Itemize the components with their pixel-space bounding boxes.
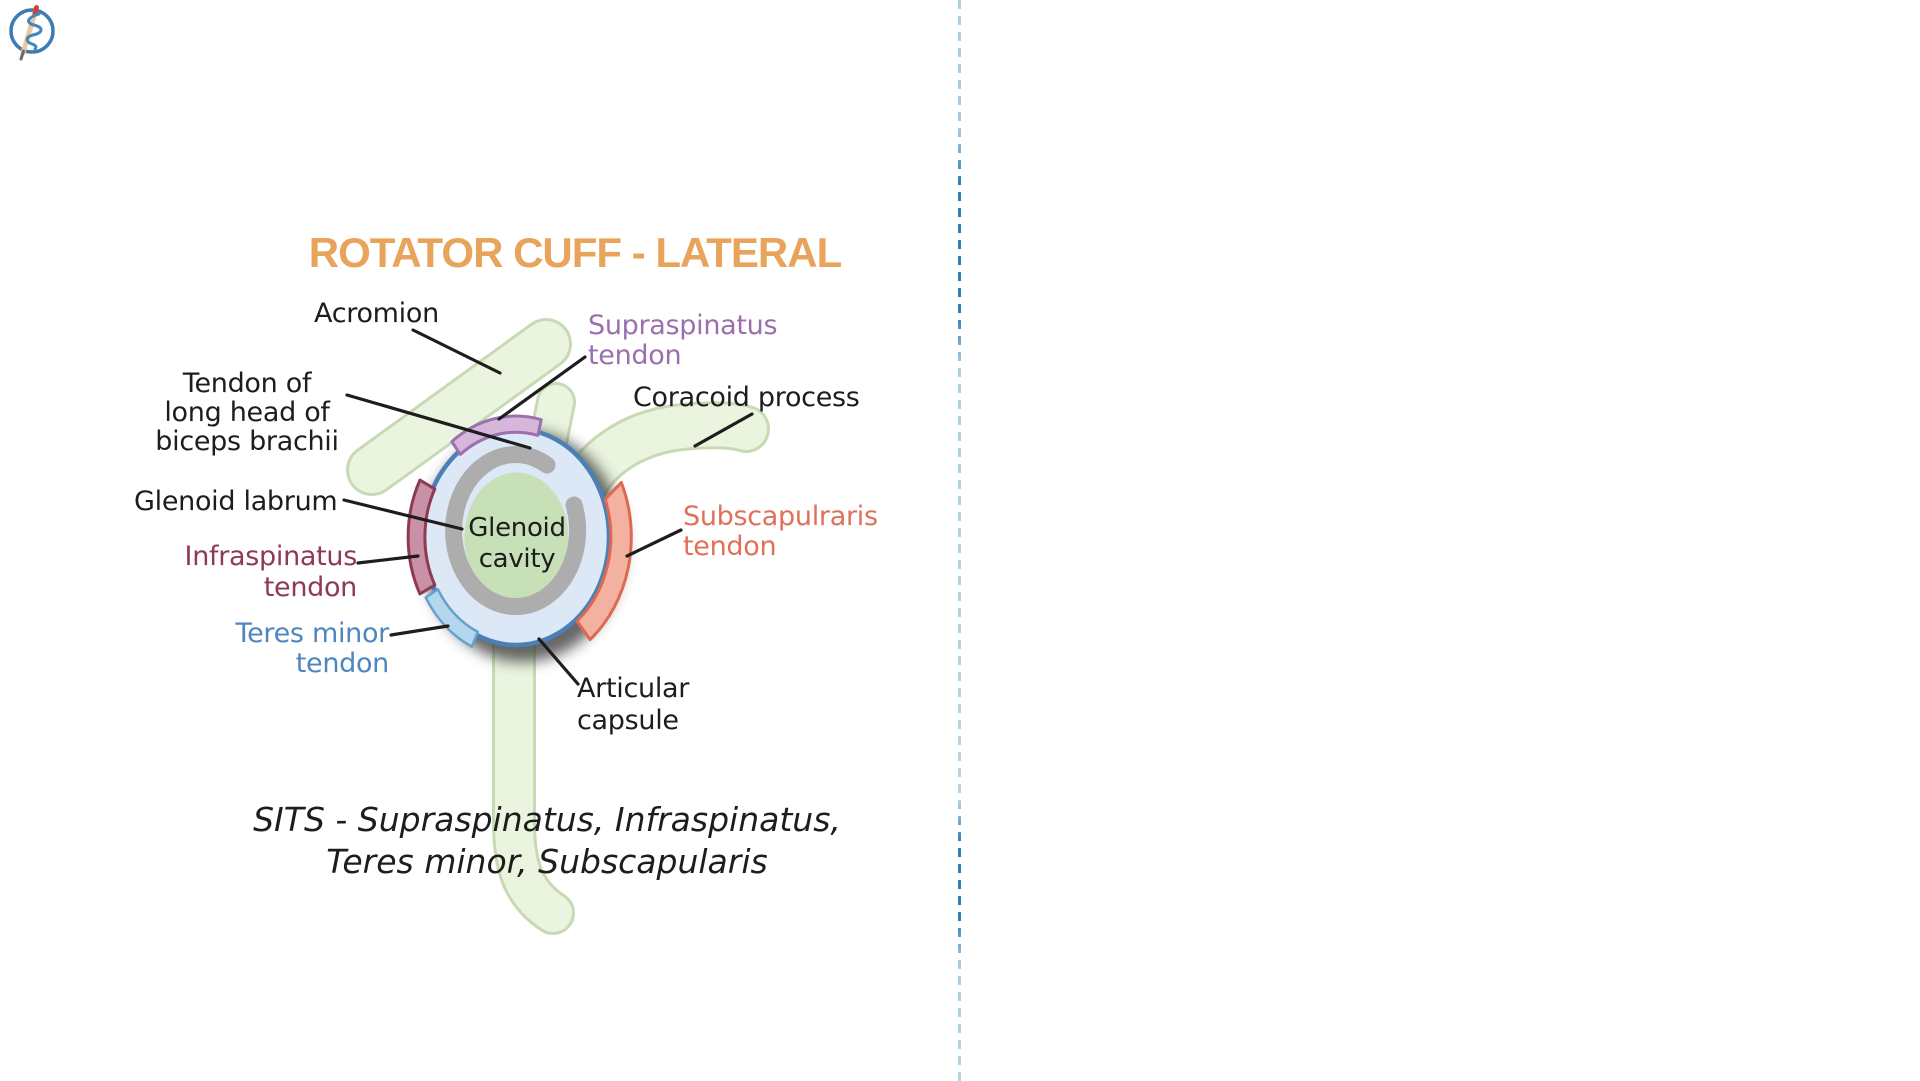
label-line: tendon bbox=[263, 572, 358, 604]
glenoid-labrum-shape bbox=[445, 446, 587, 616]
sits-mnemonic: SITS - Supraspinatus, Infraspinatus, Ter… bbox=[247, 799, 847, 882]
snake-icon bbox=[25, 12, 43, 51]
label-coracoid-process: Coracoid process bbox=[633, 382, 860, 413]
glenoid-labrum-leader-line bbox=[342, 498, 464, 531]
label-line: Teres minor bbox=[235, 618, 389, 649]
leader-lines bbox=[342, 328, 754, 686]
label-line: biceps brachii bbox=[155, 425, 339, 457]
label-line: tendon bbox=[295, 648, 390, 680]
pencil-point bbox=[19, 49, 25, 61]
supraspinatus-tendon-shape bbox=[450, 414, 543, 456]
glenoid-cavity-shape bbox=[464, 472, 569, 603]
rod-of-asclepius-logo bbox=[9, 5, 55, 61]
label-line: Glenoid bbox=[468, 513, 566, 543]
label-long-head-biceps: Tendon of long head of biceps brachii bbox=[146, 368, 348, 457]
long-head-leader-line bbox=[345, 393, 532, 450]
label-articular-capsule: Articular capsule bbox=[577, 673, 689, 738]
acromion-leader-line bbox=[411, 328, 502, 375]
label-line: long head of bbox=[164, 396, 330, 428]
diagram-title: ROTATOR CUFF - LATERAL bbox=[308, 229, 842, 276]
label-line: tendon bbox=[588, 339, 682, 371]
subscapularis-leader-line bbox=[625, 528, 683, 558]
label-line: Articular bbox=[577, 673, 690, 704]
label-line: Supraspinatus bbox=[588, 310, 778, 341]
teres-minor-leader-line bbox=[389, 624, 450, 637]
label-acromion: Acromion bbox=[314, 298, 439, 329]
label-line: cavity bbox=[478, 544, 556, 575]
label-infraspinatus-tendon: Infraspinatus tendon bbox=[158, 541, 358, 604]
articular-capsule-leader-line bbox=[537, 637, 580, 686]
label-line: Tendon of bbox=[182, 368, 312, 399]
label-glenoid-cavity: Glenoid cavity bbox=[437, 513, 597, 575]
supraspinatus-leader-line bbox=[497, 355, 587, 421]
acromion-bone bbox=[346, 318, 572, 496]
label-supraspinatus-tendon: Supraspinatus tendon bbox=[588, 310, 778, 371]
label-glenoid-labrum: Glenoid labrum bbox=[134, 486, 338, 517]
mnemonic-line: SITS - Supraspinatus, Infraspinatus, bbox=[253, 800, 841, 839]
subscapularis-tendon-shape bbox=[575, 481, 633, 642]
pencil-eraser bbox=[32, 5, 39, 16]
label-line: tendon bbox=[683, 531, 777, 563]
label-teres-minor-tendon: Teres minor tendon bbox=[220, 618, 390, 680]
mnemonic-line: Teres minor, Subscapularis bbox=[326, 841, 768, 881]
label-line: Infraspinatus bbox=[184, 541, 358, 572]
infraspinatus-leader-line bbox=[356, 554, 420, 565]
label-line: Subscapulraris bbox=[683, 501, 878, 532]
coracoid-leader-line bbox=[693, 412, 754, 448]
label-subscapularis-tendon: Subscapulraris tendon bbox=[683, 501, 878, 563]
teres-minor-tendon-shape bbox=[424, 588, 480, 648]
card-divider-dashed-line bbox=[958, 0, 961, 1081]
scapula-lateral-border-bone bbox=[492, 610, 575, 935]
label-line: capsule bbox=[577, 705, 679, 737]
